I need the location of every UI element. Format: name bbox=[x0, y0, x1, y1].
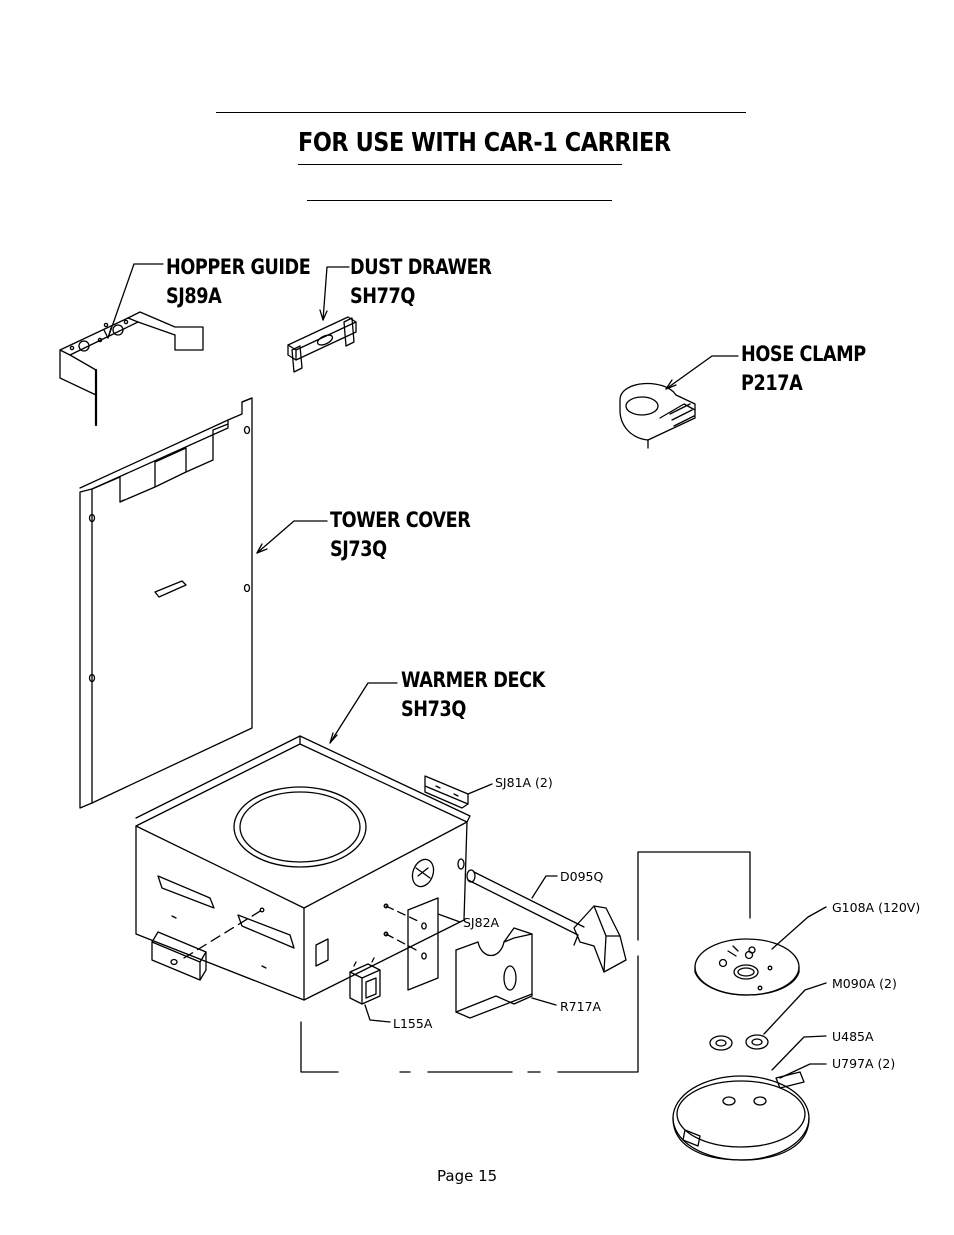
assembly-bracket-lines bbox=[301, 852, 750, 1072]
hose-clamp-part bbox=[620, 356, 738, 448]
hopper-guide-part bbox=[60, 264, 203, 425]
sj82a-plate bbox=[384, 898, 460, 990]
d095q-valve bbox=[467, 870, 626, 972]
sj81a-bracket bbox=[425, 776, 492, 808]
tower-cover-part bbox=[80, 398, 327, 808]
g108a-plate bbox=[695, 907, 826, 995]
dust-drawer-part bbox=[288, 267, 356, 372]
u485a-ring bbox=[673, 1036, 826, 1160]
warmer-deck-part bbox=[136, 683, 470, 1000]
side-bracket-part bbox=[152, 908, 264, 980]
r717a-bracket bbox=[456, 928, 556, 1018]
